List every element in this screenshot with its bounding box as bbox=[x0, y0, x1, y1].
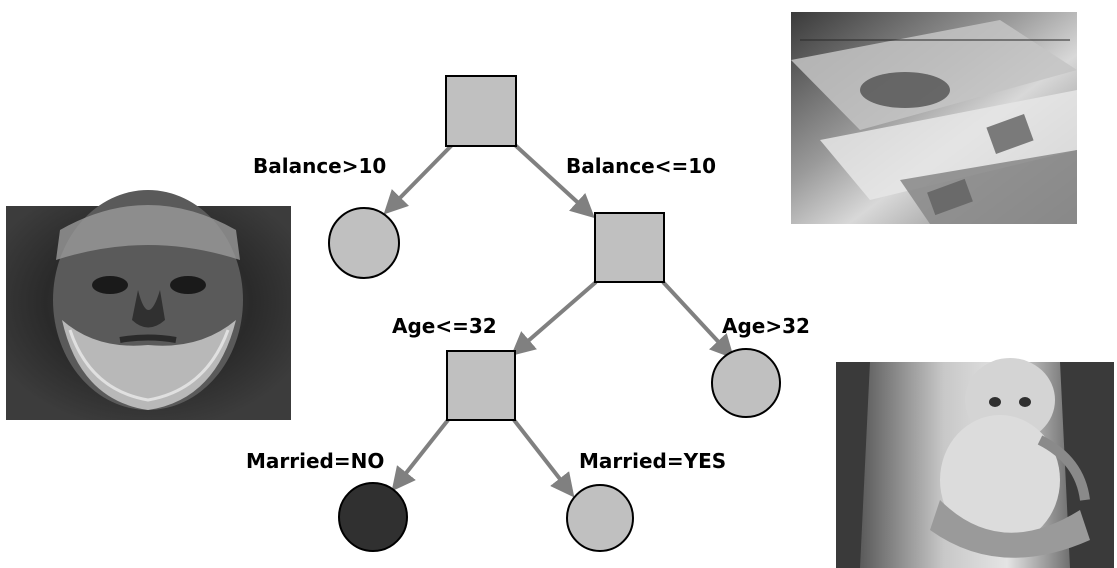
edge-mid-right bbox=[661, 280, 735, 359]
label-balance-le: Balance<=10 bbox=[566, 154, 716, 178]
leaf-married bbox=[566, 484, 634, 552]
portrait-photo-elderly-man bbox=[6, 190, 291, 420]
leaf-age-high bbox=[711, 348, 781, 418]
edge-mid-left bbox=[510, 280, 598, 356]
edge-low-left bbox=[391, 418, 450, 492]
edge-low-right bbox=[512, 418, 575, 498]
leaf-balance-high bbox=[328, 207, 400, 279]
label-age-le: Age<=32 bbox=[392, 314, 497, 338]
label-balance-gt: Balance>10 bbox=[253, 154, 386, 178]
tree-edges bbox=[383, 143, 735, 498]
stock-certificates-photo bbox=[791, 12, 1077, 224]
label-married-yes: Married=YES bbox=[579, 449, 726, 473]
balance-split-node bbox=[594, 212, 665, 283]
label-age-gt: Age>32 bbox=[722, 314, 810, 338]
age-split-node bbox=[446, 350, 516, 421]
root-node bbox=[445, 75, 517, 147]
edge-root-left bbox=[383, 143, 454, 215]
father-holding-baby-photo bbox=[836, 358, 1114, 568]
edge-root-right bbox=[513, 143, 595, 219]
label-married-no: Married=NO bbox=[246, 449, 384, 473]
leaf-not-married bbox=[338, 482, 408, 552]
